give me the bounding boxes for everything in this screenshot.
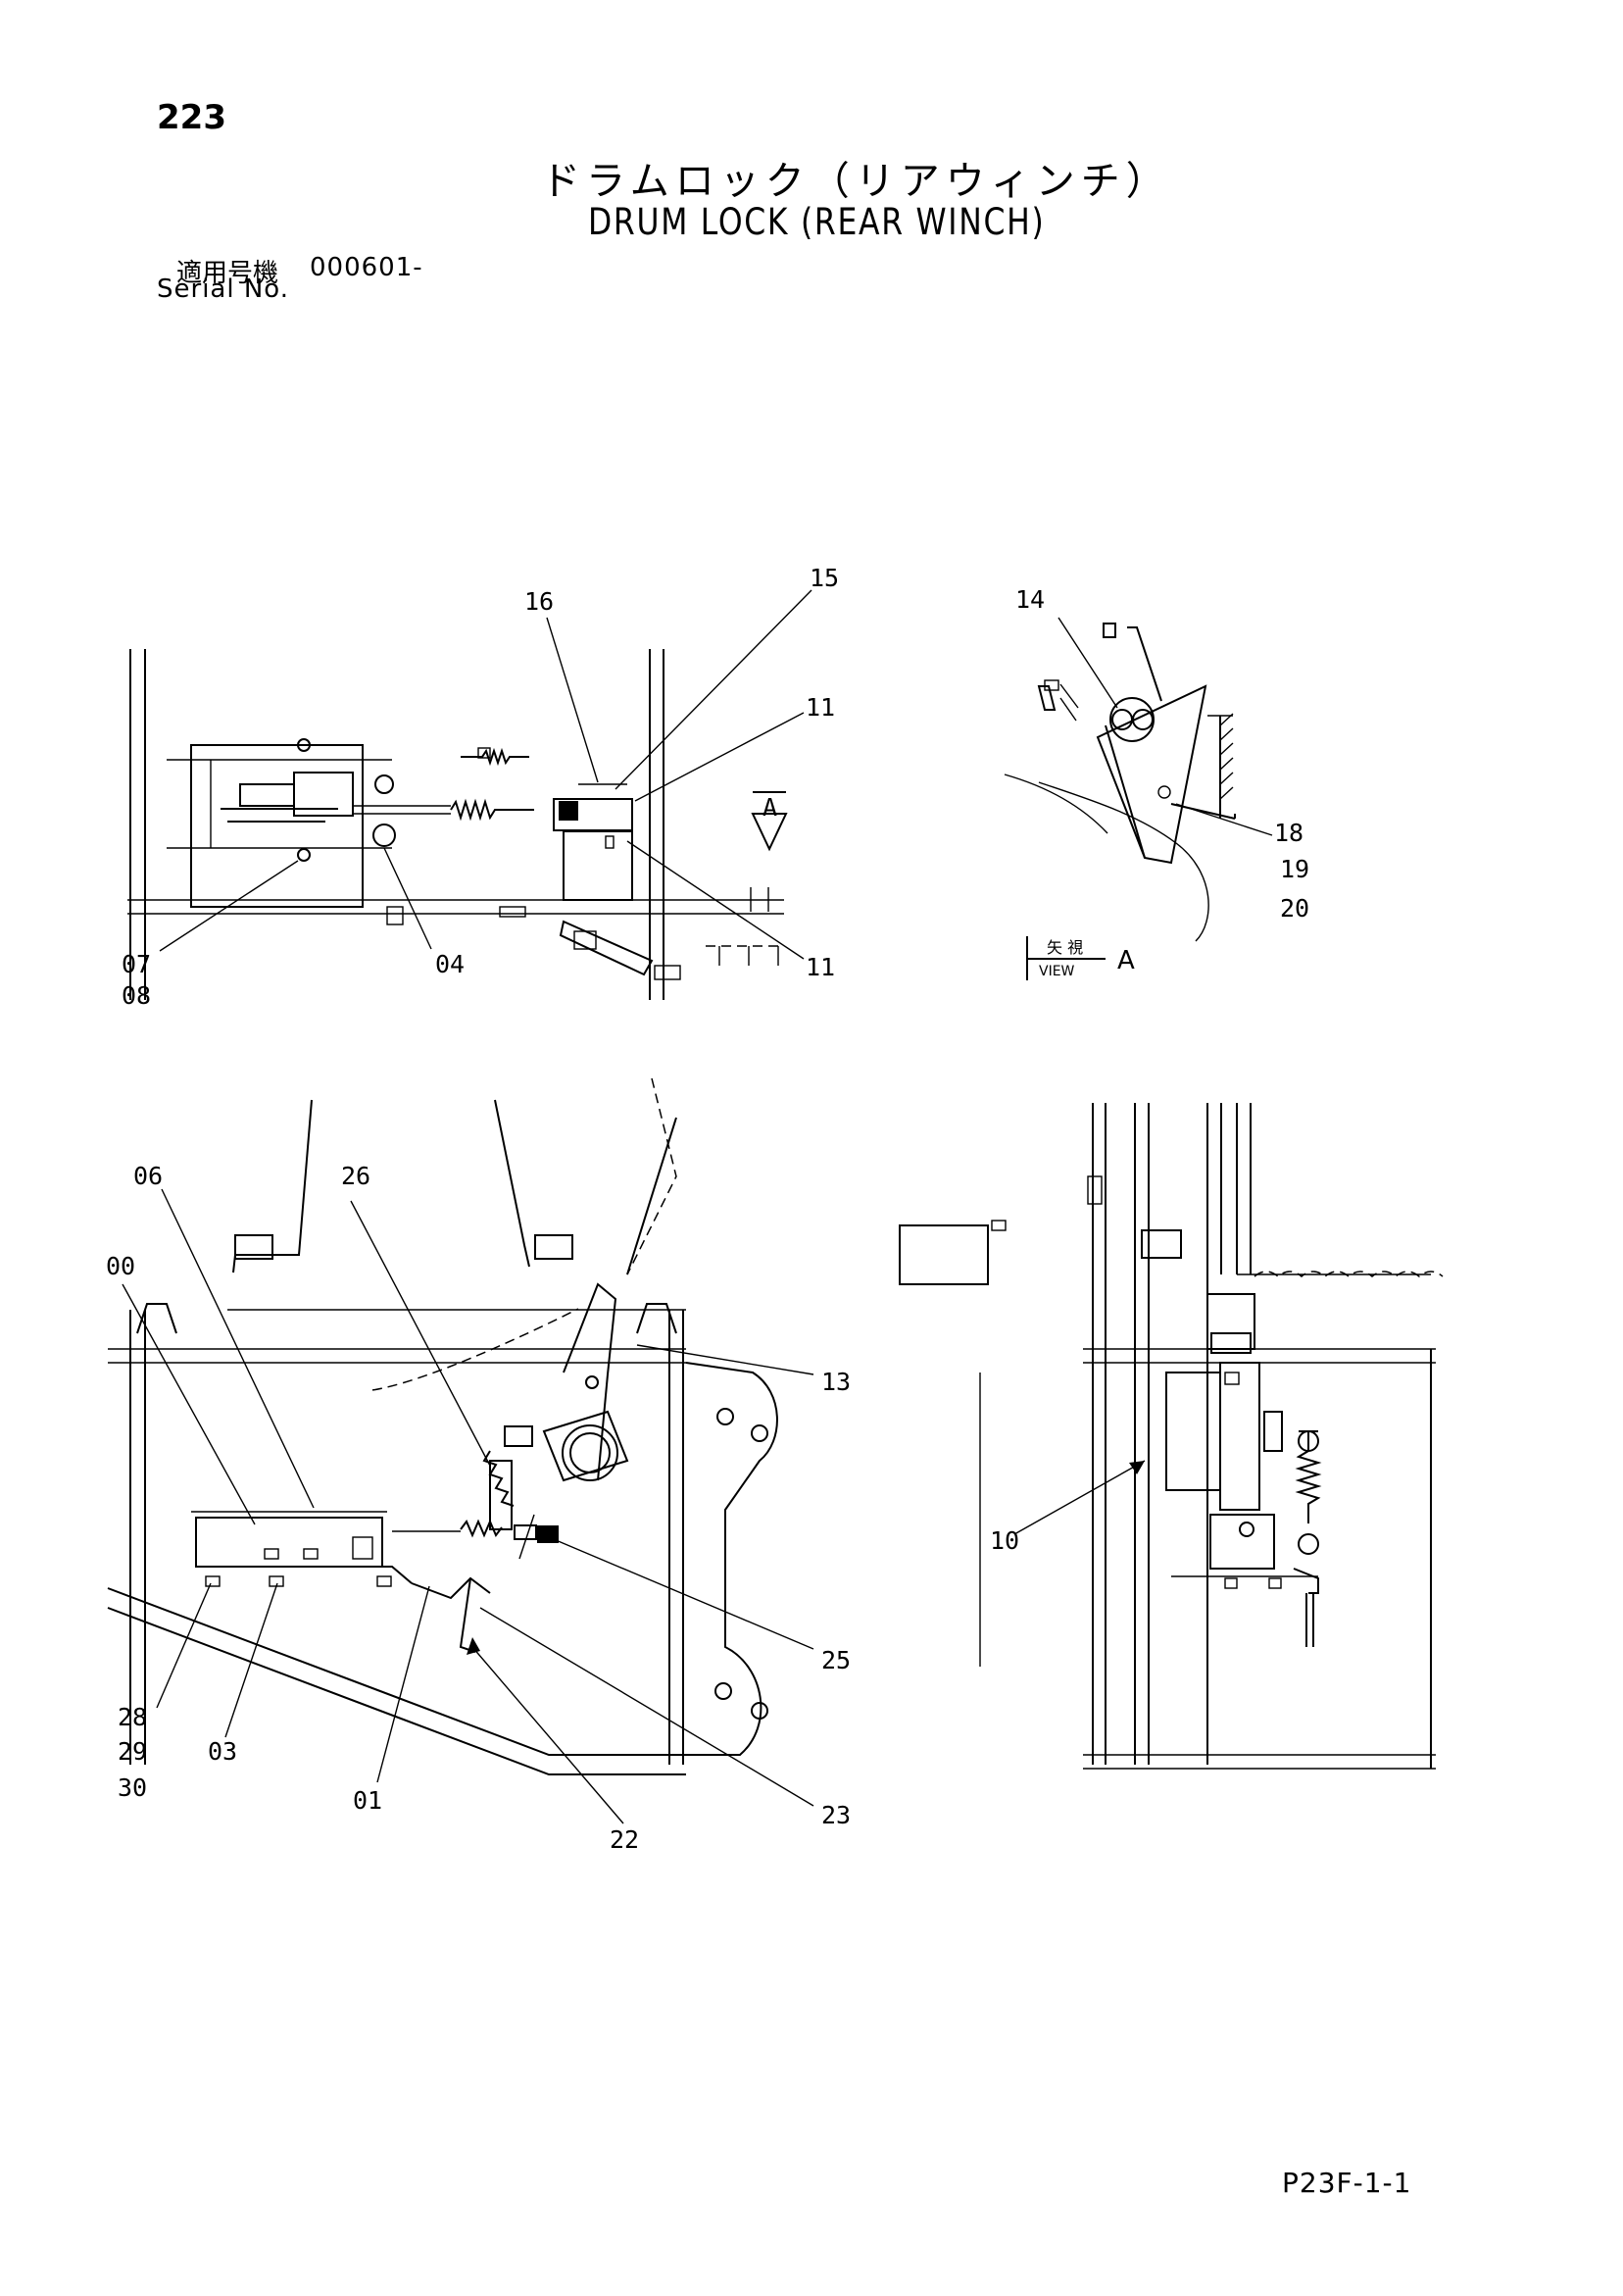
- part-label-22: 22: [610, 1825, 639, 1854]
- serial-label-english: Serial No.: [157, 275, 289, 304]
- part-label-11-lower: 11: [806, 953, 835, 981]
- part-label-30: 30: [118, 1773, 147, 1802]
- part-label-19: 19: [1280, 855, 1309, 883]
- top-left-view: [127, 589, 812, 1000]
- part-label-23: 23: [821, 1801, 851, 1829]
- bottom-right-view: [899, 1103, 1444, 1770]
- part-callouts: 16 15 11 11 07 08 04 14 18 19 20 06 26 0…: [106, 564, 1309, 1854]
- serial-label-japanese: 適用号機: [176, 259, 279, 288]
- part-label-06: 06: [133, 1162, 163, 1190]
- view-label-english: VIEW: [1039, 964, 1075, 979]
- view-a-detail: 矢 視 VIEW A: [1004, 617, 1273, 980]
- part-label-07: 07: [122, 950, 151, 978]
- part-label-16: 16: [524, 587, 554, 616]
- part-label-13: 13: [821, 1368, 851, 1396]
- part-label-10: 10: [990, 1526, 1019, 1555]
- part-label-15: 15: [810, 564, 839, 592]
- part-label-28: 28: [118, 1703, 147, 1731]
- drawing-code: P23F-1-1: [1282, 2167, 1412, 2199]
- part-label-20: 20: [1280, 894, 1309, 923]
- part-label-04: 04: [435, 950, 465, 978]
- view-label-japanese: 矢 視: [1047, 938, 1083, 957]
- page-title-english: DRUM LOCK (REAR WINCH): [588, 201, 1046, 243]
- page-title-japanese: ドラムロック（リアウィンチ）: [541, 159, 1171, 204]
- page-number: 223: [157, 98, 226, 137]
- part-label-03: 03: [208, 1737, 237, 1766]
- serial-number-value: 000601-: [310, 253, 423, 282]
- part-label-26: 26: [341, 1162, 370, 1190]
- view-label-letter: A: [1117, 946, 1135, 975]
- part-label-00: 00: [106, 1252, 135, 1280]
- part-label-14: 14: [1015, 585, 1045, 614]
- part-label-01: 01: [353, 1786, 382, 1815]
- part-label-08: 08: [122, 981, 151, 1010]
- view-arrow-letter: A: [762, 793, 777, 822]
- part-label-29: 29: [118, 1737, 147, 1766]
- part-label-25: 25: [821, 1646, 851, 1674]
- bottom-left-view: [107, 1077, 981, 1824]
- part-label-11-upper: 11: [806, 693, 835, 722]
- part-label-18: 18: [1274, 819, 1303, 847]
